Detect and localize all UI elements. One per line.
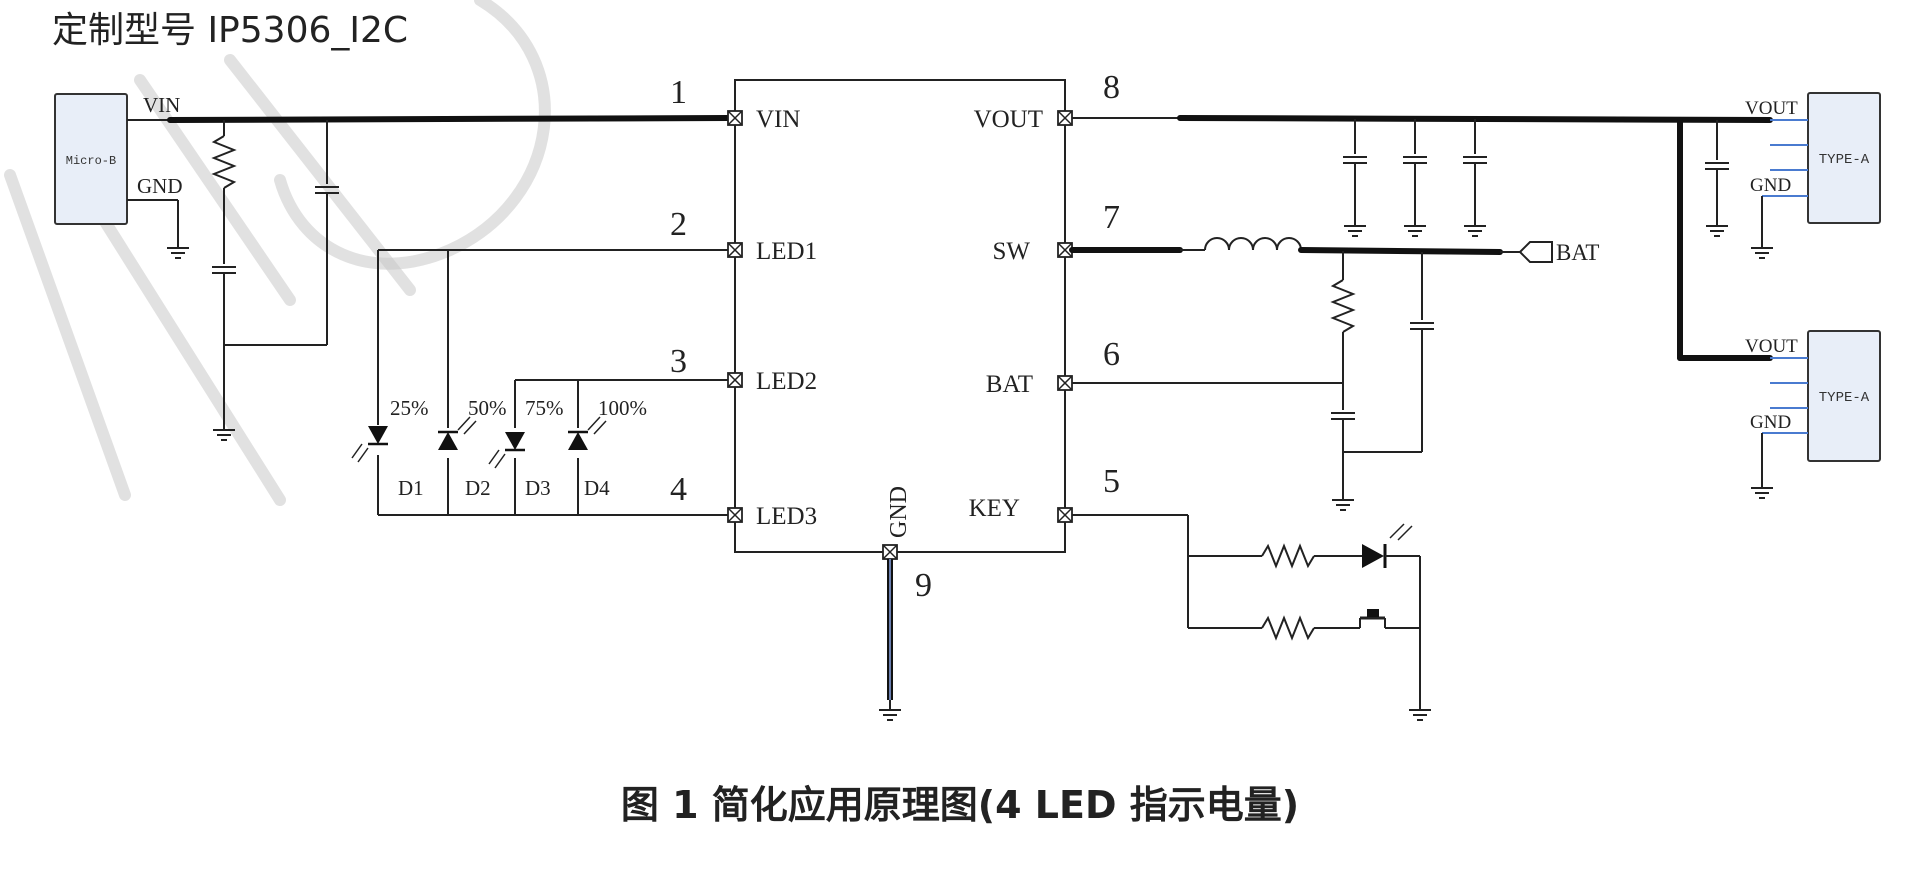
- pin-6-name: BAT: [986, 371, 1033, 398]
- led-indicator-network: [377, 250, 579, 516]
- usb-a-2-vout-label: VOUT: [1745, 336, 1798, 357]
- pin-1-number: 1: [670, 74, 687, 111]
- pin-9-number: 9: [915, 567, 932, 604]
- led-d1: 25% D1: [351, 396, 429, 500]
- micro-b-connector: Micro-B VIN GND: [54, 93, 190, 259]
- bat-terminal-label: BAT: [1556, 240, 1599, 265]
- pin-6-number: 6: [1103, 336, 1120, 373]
- pin-8-name: VOUT: [974, 106, 1043, 133]
- led-d3-name: D3: [525, 476, 551, 500]
- led-d2-level: 50%: [468, 396, 507, 420]
- pin-3-name: LED2: [756, 368, 817, 395]
- led-d3-level: 75%: [525, 396, 564, 420]
- usb-a-connector-1: TYPE-A VOUT GND: [1745, 92, 1881, 259]
- pin-1: 1 VIN: [670, 74, 800, 133]
- micro-b-gnd-label: GND: [137, 174, 183, 198]
- ip5306-chip: [734, 79, 1066, 553]
- pin-9-name: GND: [886, 486, 912, 538]
- pin-8: 8 VOUT: [974, 69, 1120, 133]
- pin-6: 6 BAT: [986, 336, 1343, 398]
- model-label: 定制型号 IP5306_I2C: [52, 10, 408, 51]
- led-d3: 75% D3: [488, 396, 564, 500]
- pin-2-name: LED1: [756, 238, 817, 265]
- pin-3: 3 LED2: [515, 343, 817, 395]
- led-d2-name: D2: [465, 476, 491, 500]
- led-d4-level: 100%: [598, 396, 647, 420]
- usb-a-1-gnd-label: GND: [1750, 175, 1791, 196]
- led-d2: 50% D2: [436, 396, 507, 500]
- pin-2: 2 LED1: [378, 206, 817, 265]
- pin-7: 7 SW: [993, 199, 1121, 265]
- pin-3-number: 3: [670, 343, 687, 380]
- led-d1-name: D1: [398, 476, 424, 500]
- pin-5: 5 KEY: [969, 463, 1120, 523]
- usb-a-1-vout-label: VOUT: [1745, 98, 1798, 119]
- pin-7-number: 7: [1103, 199, 1120, 236]
- pin-2-number: 2: [670, 206, 687, 243]
- vout-bus: [1072, 115, 1773, 361]
- pin-7-name: SW: [993, 238, 1031, 265]
- pin-4-name: LED3: [756, 503, 817, 530]
- micro-b-label: Micro-B: [66, 154, 116, 168]
- pin-5-name: KEY: [969, 495, 1020, 522]
- pin-1-name: VIN: [756, 106, 800, 133]
- led-d1-level: 25%: [390, 396, 429, 420]
- micro-b-vin-label: VIN: [143, 93, 180, 117]
- figure-caption: 图 1 简化应用原理图(4 LED 指示电量): [621, 783, 1299, 827]
- pin-9: GND 9: [878, 486, 932, 721]
- usb-a-connector-2: TYPE-A VOUT GND: [1745, 330, 1881, 499]
- vin-rc-network: [211, 120, 340, 441]
- led-d4: 100% D4: [566, 396, 647, 500]
- key-network: [1072, 514, 1432, 721]
- sw-inductor-network: BAT: [1069, 237, 1599, 511]
- pin-8-number: 8: [1103, 69, 1120, 106]
- usb-a-2-gnd-label: GND: [1750, 412, 1791, 433]
- pin-5-number: 5: [1103, 463, 1120, 500]
- vin-bus: [167, 115, 731, 123]
- usb-a-1-label: TYPE-A: [1819, 152, 1870, 168]
- usb-a-2-label: TYPE-A: [1819, 390, 1870, 406]
- led-d4-name: D4: [584, 476, 610, 500]
- pin-4-number: 4: [670, 471, 687, 508]
